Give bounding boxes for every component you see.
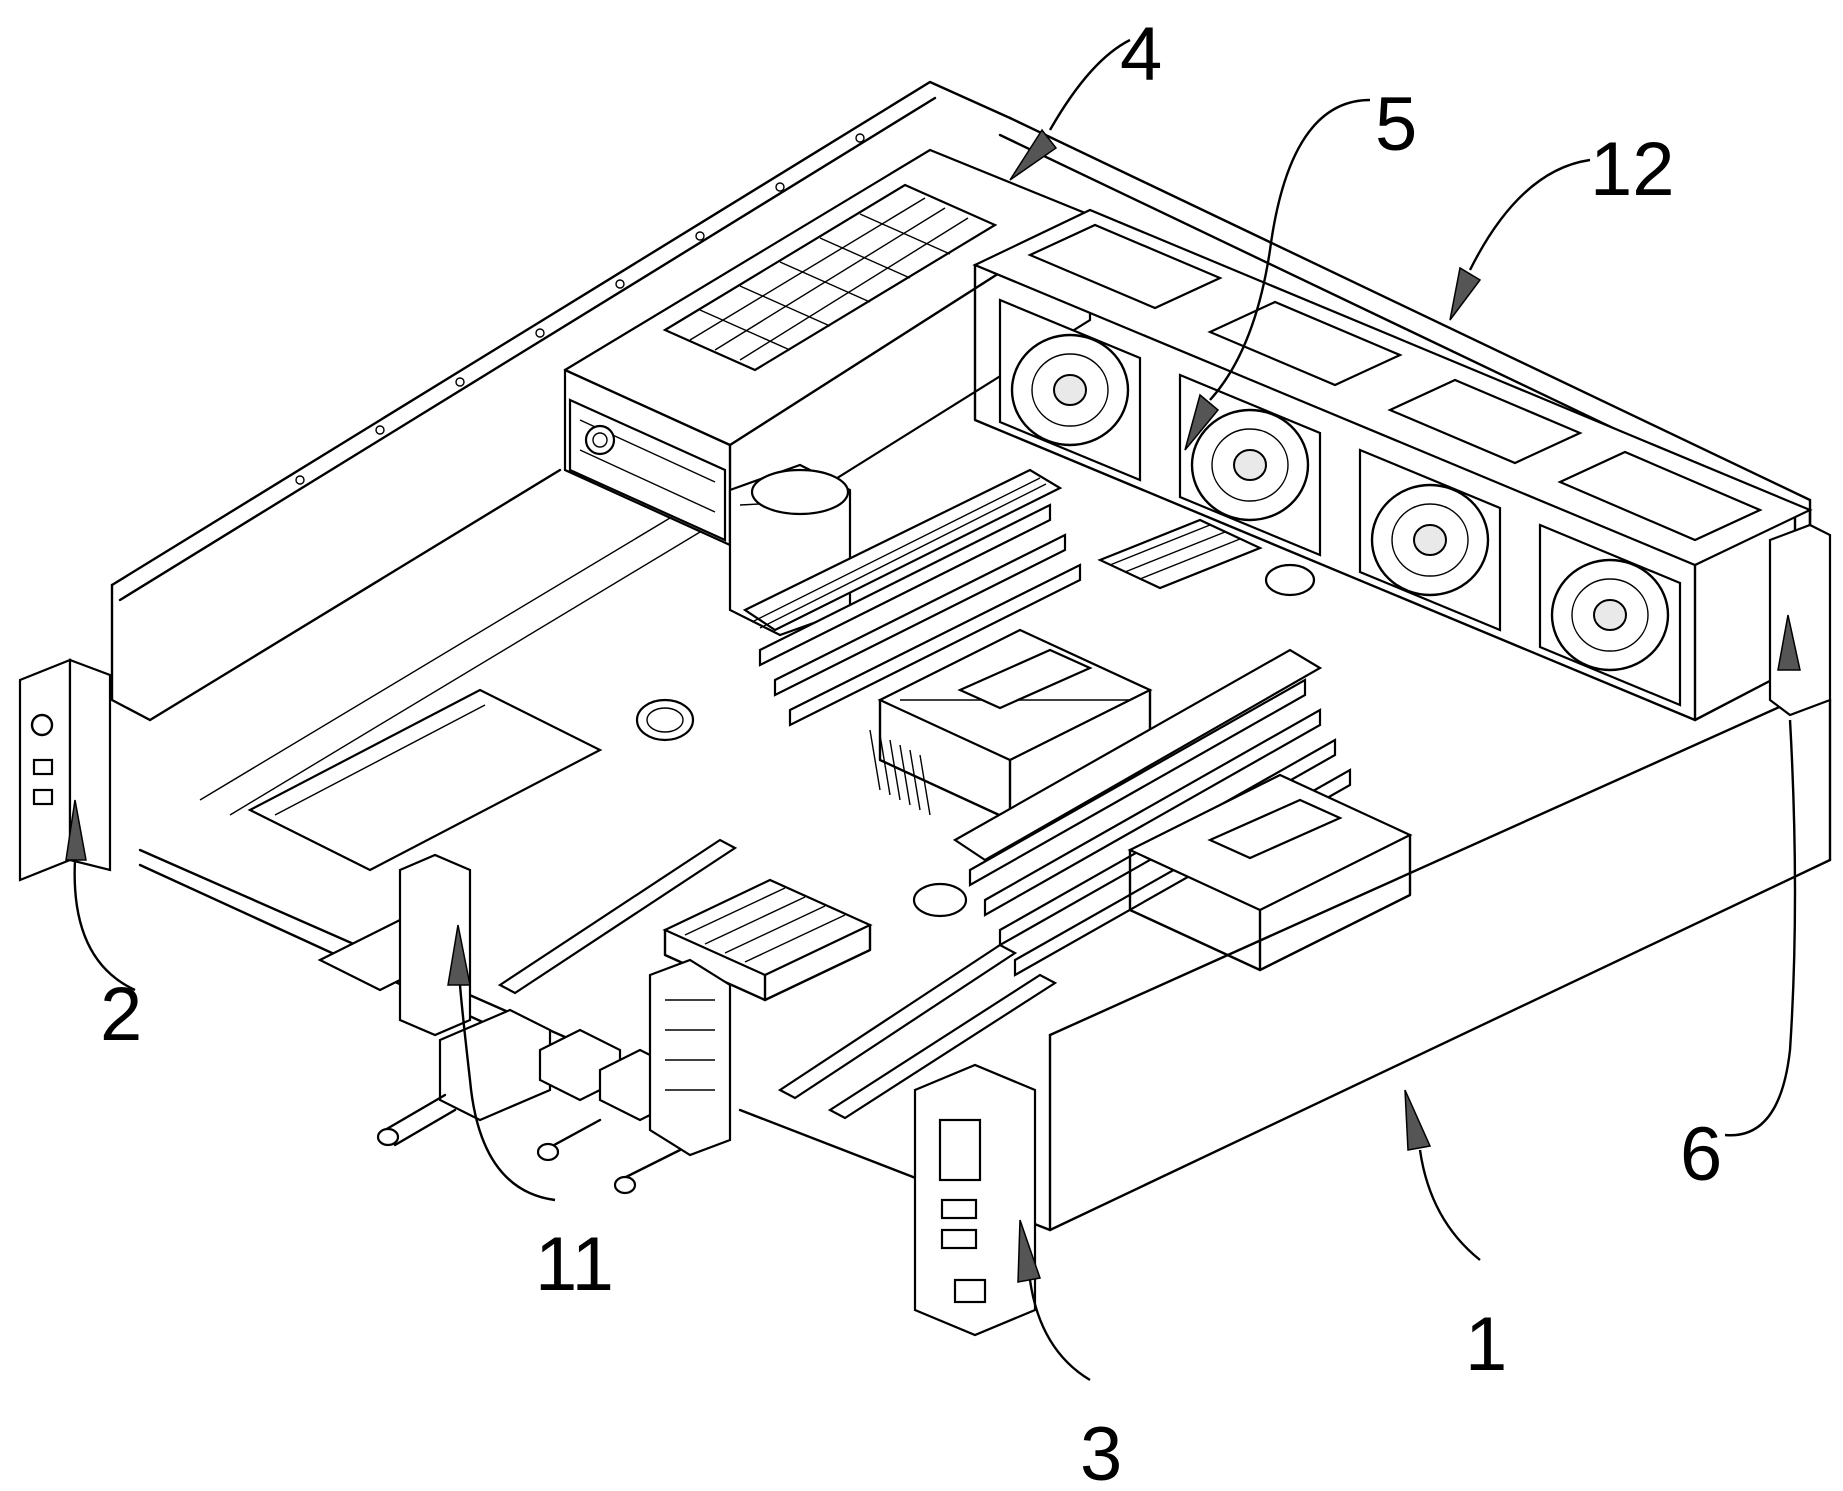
front-io-cables: [376, 958, 732, 1195]
dimm-bank-1: [742, 468, 1082, 727]
thumb-screw-2: [1264, 563, 1316, 597]
label-6: 6: [1680, 1112, 1722, 1197]
psu-cage: [563, 148, 1092, 547]
left-ear-2: [18, 658, 112, 882]
pcie-slots: [497, 838, 1058, 1120]
fan-2: [1178, 373, 1322, 557]
rear-bracket-6: [1768, 523, 1832, 717]
vrm-heatsink: [1097, 518, 1263, 590]
label-5: 5: [1375, 82, 1417, 167]
label-1: 1: [1465, 1302, 1507, 1387]
psu-vent-grid: [662, 183, 998, 372]
label-4: 4: [1120, 12, 1162, 97]
bracket-11: [398, 853, 472, 1037]
labels: 4 5 12 2 11 3 1 6: [100, 12, 1722, 1491]
cpu-heatsink-2: [1127, 773, 1413, 972]
motherboard: [247, 468, 1413, 1120]
cmos-battery: [635, 698, 695, 742]
thumb-screw-1: [912, 882, 968, 918]
rear-wall-holes: [295, 133, 865, 485]
fan-4: [1538, 523, 1682, 707]
right-ear-3: [913, 1063, 1037, 1337]
label-12: 12: [1590, 127, 1675, 212]
fan-3: [1358, 448, 1502, 632]
fan-cage: [972, 208, 1813, 722]
heatsink-fins-1: [869, 729, 931, 816]
label-3: 3: [1080, 1412, 1122, 1491]
leader-lines: [65, 38, 1801, 1382]
fan-1: [998, 298, 1142, 482]
label-11: 11: [535, 1222, 614, 1307]
label-2: 2: [100, 972, 142, 1057]
